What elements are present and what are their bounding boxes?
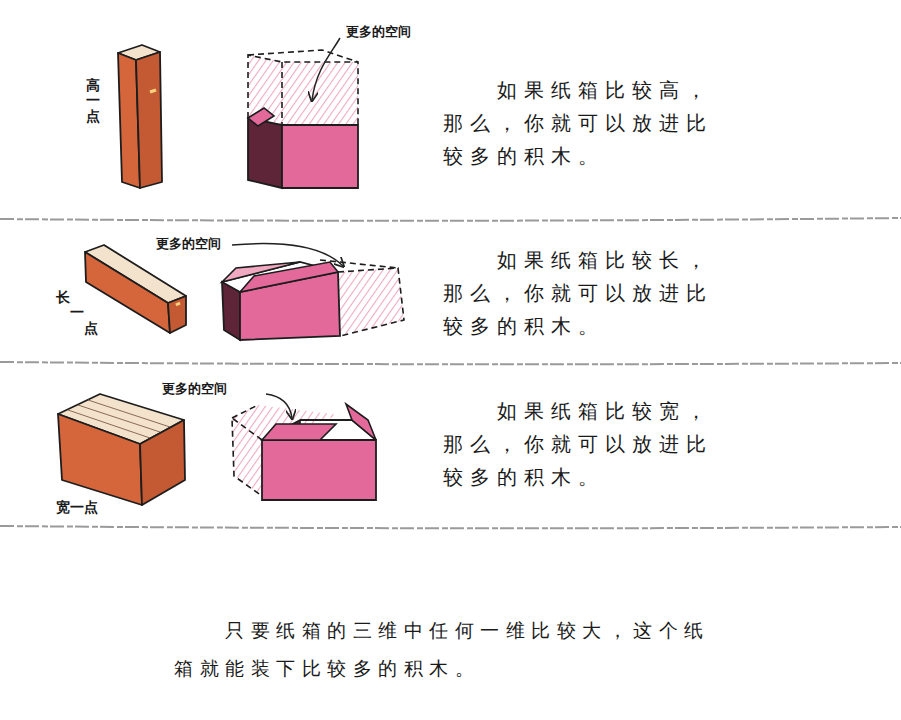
box-wider — [232, 404, 376, 500]
dimension-label: 长一点 — [56, 290, 98, 336]
dimension-label: 宽一点 — [56, 500, 98, 515]
body-text: 如果纸箱比较长，那么，你就可以放进比较多的积木。 — [443, 244, 728, 343]
box-longer — [222, 260, 404, 340]
box-taller — [248, 50, 358, 188]
callout-label: 更多的空间 — [156, 236, 221, 252]
leader-arrow — [312, 38, 340, 100]
leader-arrow — [232, 244, 343, 266]
wide-book — [58, 394, 185, 505]
leader-arrow — [266, 394, 292, 418]
callout-label: 更多的空间 — [346, 24, 411, 40]
callout-label: 更多的空间 — [162, 381, 227, 397]
body-text: 如果纸箱比较高，那么，你就可以放进比较多的积木。 — [443, 74, 728, 173]
long-book — [85, 245, 186, 333]
body-text: 如果纸箱比较宽，那么，你就可以放进比较多的积木。 — [443, 395, 728, 494]
tall-book — [118, 45, 162, 188]
dimension-label: 高一点 — [86, 78, 100, 124]
caption-text: 只要纸箱的三维中任何一维比较大，这个纸箱就能装下比较多的积木。 — [174, 611, 722, 687]
separator-line — [0, 218, 901, 528]
